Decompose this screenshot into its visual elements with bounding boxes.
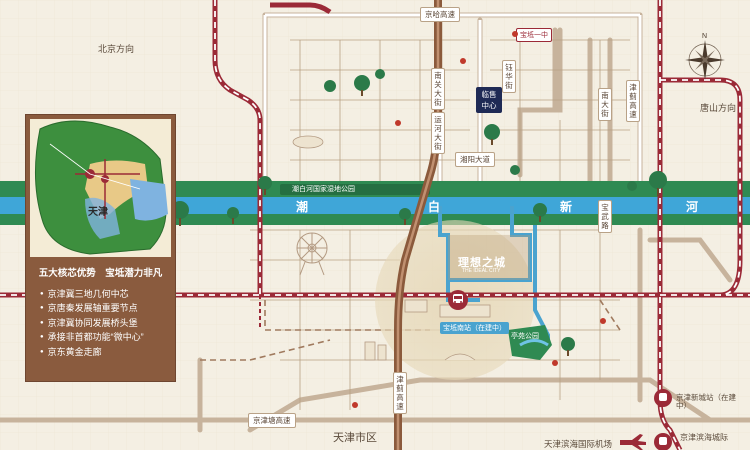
jinbin-airport-label: 京津滨海城际 bbox=[680, 433, 728, 442]
train-station-icon bbox=[448, 290, 468, 310]
tianjin-city-label: 天津市区 bbox=[333, 432, 377, 444]
beijing-direction-label: 北京方向 bbox=[98, 44, 135, 54]
advantage-item: 京津冀三地几何中芯 bbox=[40, 287, 144, 301]
poi-marker-icon bbox=[552, 360, 558, 366]
advantage-panel: 天津 五大核芯优势 宝坻潜力非凡 京津冀三地几何中芯 京唐秦发展轴重要节点 京津… bbox=[26, 115, 175, 381]
station-label: 宝坻南站（在建中） bbox=[440, 322, 509, 334]
tree-icon bbox=[171, 69, 667, 356]
regional-map: 天津 bbox=[30, 119, 171, 257]
advantage-item: 承接非首都功能“微中心” bbox=[40, 330, 144, 344]
road-label-jingwei: 津蓟高速 bbox=[626, 80, 640, 122]
poi-marker-icon bbox=[352, 402, 358, 408]
river-label-bai: 白 bbox=[428, 200, 443, 214]
panel-slogan: 五大核芯优势 宝坻潜力非凡 bbox=[38, 268, 163, 279]
wetland-park-label: 潮白河国家湿地公园 bbox=[292, 186, 355, 193]
road-label-xiangyang: 湘阳大道 bbox=[455, 152, 495, 167]
poi-marker-icon bbox=[600, 318, 606, 324]
airport-label: 天津滨海国际机场 bbox=[544, 439, 613, 449]
poi-marker-icon bbox=[512, 31, 518, 37]
road-label-nanguan: 南关大街 bbox=[431, 68, 445, 110]
poi-marker-icon bbox=[460, 58, 466, 64]
road-label-jingha: 京哈高速 bbox=[420, 7, 460, 22]
advantage-item: 京东黄金走廊 bbox=[40, 345, 144, 359]
road-label-jinbin: 津蓟高速 bbox=[393, 372, 407, 414]
compass-icon: N bbox=[685, 33, 725, 80]
park-label: 亭苑公园 bbox=[511, 333, 539, 340]
school-tag: 宝坻一中 bbox=[516, 28, 552, 42]
ferris-wheel bbox=[296, 232, 328, 276]
jingbin-station-label: 京津新城站（在建中） bbox=[676, 393, 736, 410]
road-label-yunhe: 运河大街 bbox=[431, 112, 445, 154]
airplane-icon bbox=[620, 434, 646, 450]
tangshan-direction-label: 唐山方向 bbox=[700, 103, 737, 113]
road-label-baowu: 宝武路 bbox=[598, 200, 612, 233]
project-subtitle: THE IDEAL CITY bbox=[462, 268, 501, 274]
river-label-he: 河 bbox=[686, 200, 701, 214]
advantage-list: 京津冀三地几何中芯 京唐秦发展轴重要节点 京津冀协同发展桥头堡 承接非首都功能“… bbox=[40, 287, 144, 359]
sales-center-tag: 临售中心 bbox=[476, 87, 502, 113]
project-title: 理想之城 bbox=[458, 256, 506, 269]
poi-marker-icon bbox=[395, 120, 401, 126]
advantage-item: 京唐秦发展轴重要节点 bbox=[40, 301, 144, 315]
train-station-icon bbox=[654, 433, 672, 450]
river-label-chao: 潮 bbox=[296, 200, 311, 214]
road-label-zhi: 南大街 bbox=[598, 88, 612, 121]
train-station-icon bbox=[654, 389, 672, 407]
map-label-tianjin: 天津 bbox=[88, 207, 108, 218]
road-label-jingjintang: 京津塘高速 bbox=[248, 413, 296, 428]
river-label-xin: 新 bbox=[560, 200, 575, 214]
advantage-item: 京津冀协同发展桥头堡 bbox=[40, 316, 144, 330]
svg-text:N: N bbox=[702, 33, 707, 40]
road-label-xinshui: 钰华街 bbox=[502, 60, 516, 93]
